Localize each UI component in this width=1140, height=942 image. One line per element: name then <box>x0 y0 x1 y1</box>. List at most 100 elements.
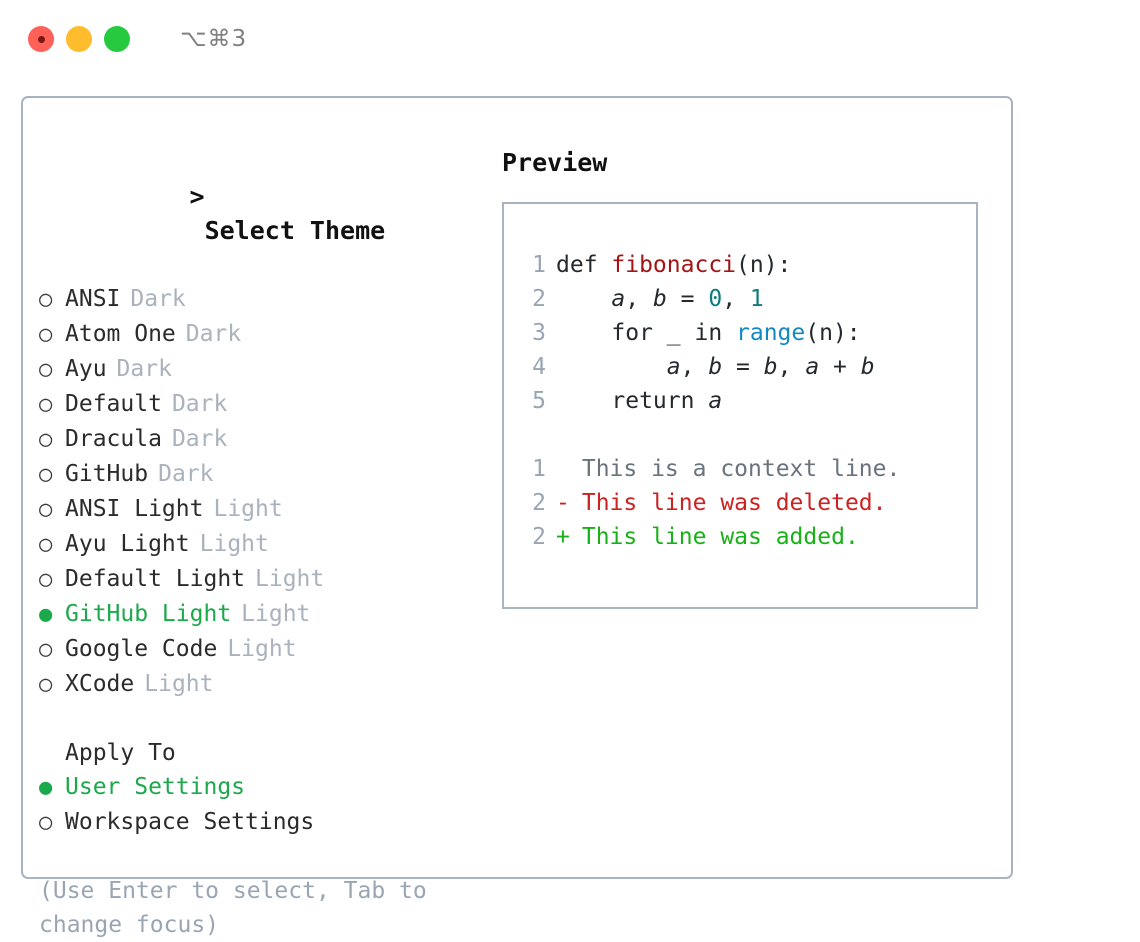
apply-to-option-user-settings[interactable]: ● User Settings <box>39 770 499 805</box>
theme-option-tag: Light <box>241 601 311 627</box>
code-line-content: def fibonacci(n): <box>556 248 791 282</box>
code-token: , <box>722 286 750 312</box>
code-token: = <box>666 286 709 312</box>
code-token: = <box>722 354 764 380</box>
radio-unselected-icon: ○ <box>39 427 53 452</box>
diff-line: 2+ This line was added. <box>520 520 976 554</box>
window-titlebar: ⌥⌘3 <box>0 0 1140 78</box>
line-number: 2 <box>532 524 546 550</box>
theme-option-tag: Light <box>144 671 214 697</box>
apply-to-option-workspace-settings[interactable]: ○Workspace Settings <box>39 805 499 840</box>
theme-option-label: Default <box>65 391 162 417</box>
preview-box: 1 def fibonacci(n):2 a, b = 0, 1 3 for _ i… <box>502 202 978 609</box>
theme-option-tag: Dark <box>130 286 186 312</box>
diff-line-text: This is a context line. <box>568 456 901 482</box>
code-sample: 1 def fibonacci(n):2 a, b = 0, 1 3 for _ i… <box>520 248 976 418</box>
diff-line-content: This is a context line. <box>556 452 901 486</box>
radio-unselected-icon: ○ <box>39 462 53 487</box>
page-title-text: Select Theme <box>204 216 386 245</box>
radio-unselected-icon: ○ <box>39 567 53 592</box>
theme-option-label: Google Code <box>65 636 218 662</box>
code-token: a <box>611 286 626 312</box>
apply-to-list: ● User Settings ○Workspace Settings <box>39 770 499 840</box>
code-token: + <box>819 354 861 380</box>
diff-marker <box>556 452 568 486</box>
diff-marker: - <box>556 490 570 516</box>
theme-option-label: ANSI <box>65 286 121 312</box>
radio-unselected-icon: ○ <box>39 322 53 347</box>
theme-option-atom-one[interactable]: ○ Atom One Dark <box>39 317 499 352</box>
code-token: b <box>652 286 667 312</box>
theme-option-tag: Dark <box>116 356 172 382</box>
theme-option-github-light[interactable]: ● GitHub Light Light <box>39 597 499 632</box>
code-line-content: return a <box>556 384 722 418</box>
code-token: , <box>625 286 653 312</box>
code-token: (n): <box>805 320 861 346</box>
code-token: b <box>763 354 778 380</box>
theme-option-label: Dracula <box>65 426 162 452</box>
code-line: 2 a, b = 0, 1 <box>520 282 976 316</box>
code-token: , <box>680 354 709 380</box>
line-number: 4 <box>532 354 546 380</box>
code-token: range <box>736 320 806 346</box>
apply-to-option-label: User Settings <box>65 774 246 800</box>
code-line-content: for _ in range(n): <box>556 316 861 350</box>
line-number: 3 <box>532 320 546 346</box>
page-title: > Select Theme <box>39 146 499 282</box>
radio-unselected-icon: ○ <box>39 497 53 522</box>
radio-unselected-icon: ○ <box>39 392 53 417</box>
line-number: 1 <box>532 252 546 278</box>
radio-unselected-icon: ○ <box>39 287 53 312</box>
traffic-lights <box>28 26 130 52</box>
code-token: 1 <box>749 286 764 312</box>
code-token: for _ in <box>611 320 737 346</box>
code-token: b <box>860 354 875 380</box>
prompt-marker: > <box>189 182 205 211</box>
radio-unselected-icon: ○ <box>39 532 53 557</box>
radio-unselected-icon: ○ <box>39 672 53 697</box>
radio-unselected-icon: ○ <box>39 357 53 382</box>
code-line: 4 a, b = b, a + b <box>520 350 976 384</box>
diff-line: 2- This line was deleted. <box>520 486 976 520</box>
radio-selected-icon: ● <box>39 775 53 800</box>
code-line-content: a, b = b, a + b <box>556 350 875 384</box>
theme-option-ansi[interactable]: ○ ANSI Dark <box>39 282 499 317</box>
line-number: 1 <box>532 456 546 482</box>
minimize-button[interactable] <box>66 26 92 52</box>
apply-to-header: Apply To <box>65 740 176 766</box>
line-number: 2 <box>532 490 546 516</box>
theme-option-tag: Dark <box>185 321 242 347</box>
radio-selected-icon: ● <box>39 602 53 627</box>
theme-option-tag: Light <box>255 566 325 592</box>
diff-sample: 1 This is a context line.2- This line wa… <box>520 452 976 554</box>
theme-option-label: GitHub Light <box>65 601 232 627</box>
diff-line: 1 This is a context line. <box>520 452 976 486</box>
theme-option-label: Atom One <box>65 321 176 347</box>
radio-unselected-icon: ○ <box>39 637 53 662</box>
code-line: 1 def fibonacci(n): <box>520 248 976 282</box>
code-token: a <box>708 388 723 414</box>
diff-line-text: This line was added. <box>568 524 859 550</box>
maximize-button[interactable] <box>104 26 130 52</box>
apply-to-option-label: Workspace Settings <box>65 809 315 835</box>
diff-line-text: This line was deleted. <box>568 490 887 516</box>
theme-option-tag: Light <box>199 531 269 557</box>
diff-line-content: - This line was deleted. <box>556 486 887 520</box>
theme-option-default[interactable]: ○ Default Dark <box>39 387 499 422</box>
close-button[interactable] <box>28 26 54 52</box>
theme-option-tag: Dark <box>171 391 228 417</box>
code-line: 5 return a <box>520 384 976 418</box>
theme-option-label: GitHub <box>65 461 149 487</box>
